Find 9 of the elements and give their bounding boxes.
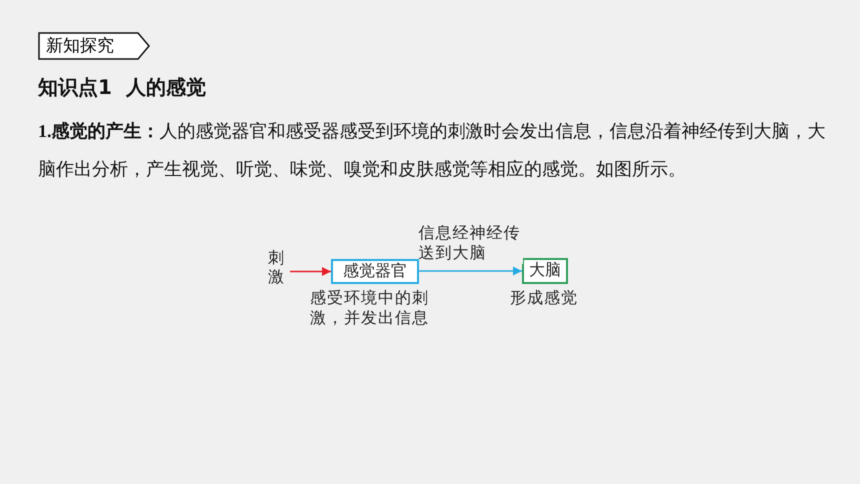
section-heading: 知识点1 人的感觉 (38, 74, 206, 101)
node-caption: 感受环境中的刺激，并发出信息 (310, 289, 430, 329)
process-box: 大脑 (522, 258, 568, 284)
paragraph: 1.感觉的产生：人的感觉器官和感受器感受到环境的刺激时会发出信息，信息沿着神经传到大脑，大脑作出分析，产生视觉、听觉、味觉、嗅觉和皮肤感觉等相应的感觉。如图所示。 (38, 120, 826, 182)
section-tag: 新知探究 (38, 32, 150, 60)
node-caption: 形成感觉 (510, 289, 579, 309)
stimulus-text: 刺激 (268, 249, 284, 293)
edge-label: 信息经神经传送到大脑 (418, 224, 522, 264)
process-box: 感觉器官 (331, 259, 419, 284)
